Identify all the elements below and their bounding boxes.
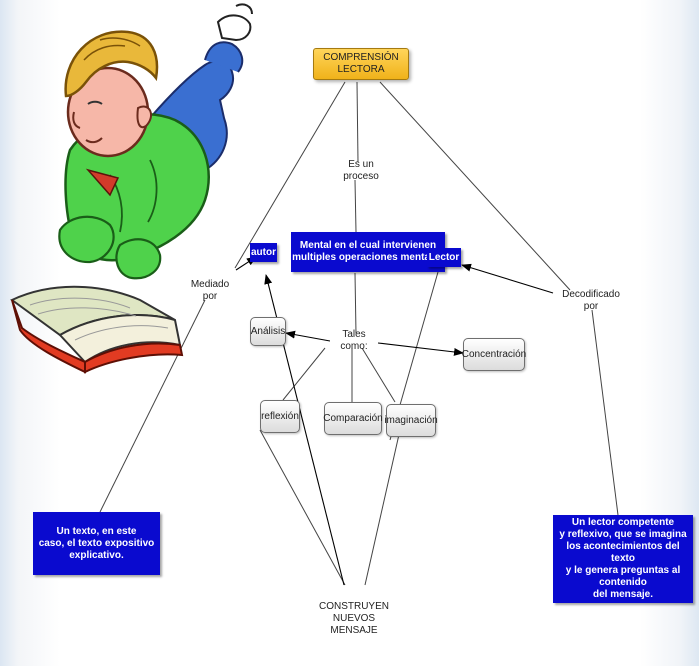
concept-comparacion-text: Comparación <box>323 412 383 424</box>
concept-texto-text: Un texto, en este caso, el texto exposit… <box>38 525 155 561</box>
concept-mental[interactable]: Mental en el cual intervienen multiples … <box>291 232 445 272</box>
concept-lector[interactable]: Lector <box>427 248 461 267</box>
line-mediado-texto <box>99 299 206 513</box>
concept-analisis-text: Análisis <box>250 325 286 337</box>
concept-concentracion-text: Concentración <box>461 348 527 360</box>
concept-lector-competente[interactable]: Un lector competente y reflexivo, que se… <box>553 515 693 603</box>
line-title-decodificado <box>379 81 571 291</box>
link-tales-como: Tales como: <box>330 329 378 352</box>
link-mediado-por-text: Mediado por <box>190 279 230 302</box>
line-proceso-mental <box>354 179 357 233</box>
concept-texto[interactable]: Un texto, en este caso, el texto exposit… <box>33 512 160 575</box>
arrow-tales-concentracion <box>377 342 464 356</box>
concept-lector-competente-text: Un lector competente y reflexivo, que se… <box>559 517 687 600</box>
concept-comparacion[interactable]: Comparación <box>323 402 383 435</box>
title-text: COMPRENSIÓN LECTORA <box>323 52 399 75</box>
concept-construyen-text: CONSTRUYEN NUEVOS MENSAJE <box>318 601 389 636</box>
line-imaginacion-construyen <box>364 429 401 586</box>
title-node[interactable]: COMPRENSIÓN LECTORA <box>313 48 409 80</box>
concept-lector-text: Lector <box>428 251 460 263</box>
arrow-tales-analisis <box>285 330 331 342</box>
concept-mental-text: Mental en el cual intervienen multiples … <box>292 240 444 263</box>
line-title-proceso <box>356 81 359 163</box>
line-title-mediado <box>234 81 346 269</box>
link-es-un-proceso: Es un proceso <box>329 159 393 182</box>
concept-concentracion[interactable]: Concentración <box>461 338 527 371</box>
link-mediado-por: Mediado por <box>184 279 236 302</box>
concept-construyen: CONSTRUYEN NUEVOS MENSAJE <box>309 601 399 636</box>
line-decodificado-lector-competente <box>591 309 619 516</box>
link-es-un-proceso-text: Es un proceso <box>343 159 379 182</box>
link-decodificado-por: Decodificado por <box>553 289 629 312</box>
line-construyen-reflexion <box>259 429 346 586</box>
concept-reflexion[interactable]: reflexión <box>260 400 300 433</box>
link-tales-como-text: Tales como: <box>340 328 368 352</box>
boy-reading-illustration <box>10 3 253 374</box>
concept-autor[interactable]: autor <box>250 243 277 262</box>
concept-analisis[interactable]: Análisis <box>250 317 286 346</box>
concept-imaginacion-text: imaginación <box>384 414 438 426</box>
link-decodificado-por-text: Decodificado por <box>562 289 620 312</box>
arrow-decodificado-lector <box>461 263 554 294</box>
line-mental-tales <box>354 272 357 335</box>
line-tales-imaginacion <box>361 347 396 403</box>
concept-autor-text: autor <box>251 246 276 258</box>
concept-imaginacion[interactable]: imaginación <box>384 404 438 437</box>
line-tales-reflexion <box>282 347 326 401</box>
concept-reflexion-text: reflexión <box>261 410 299 422</box>
